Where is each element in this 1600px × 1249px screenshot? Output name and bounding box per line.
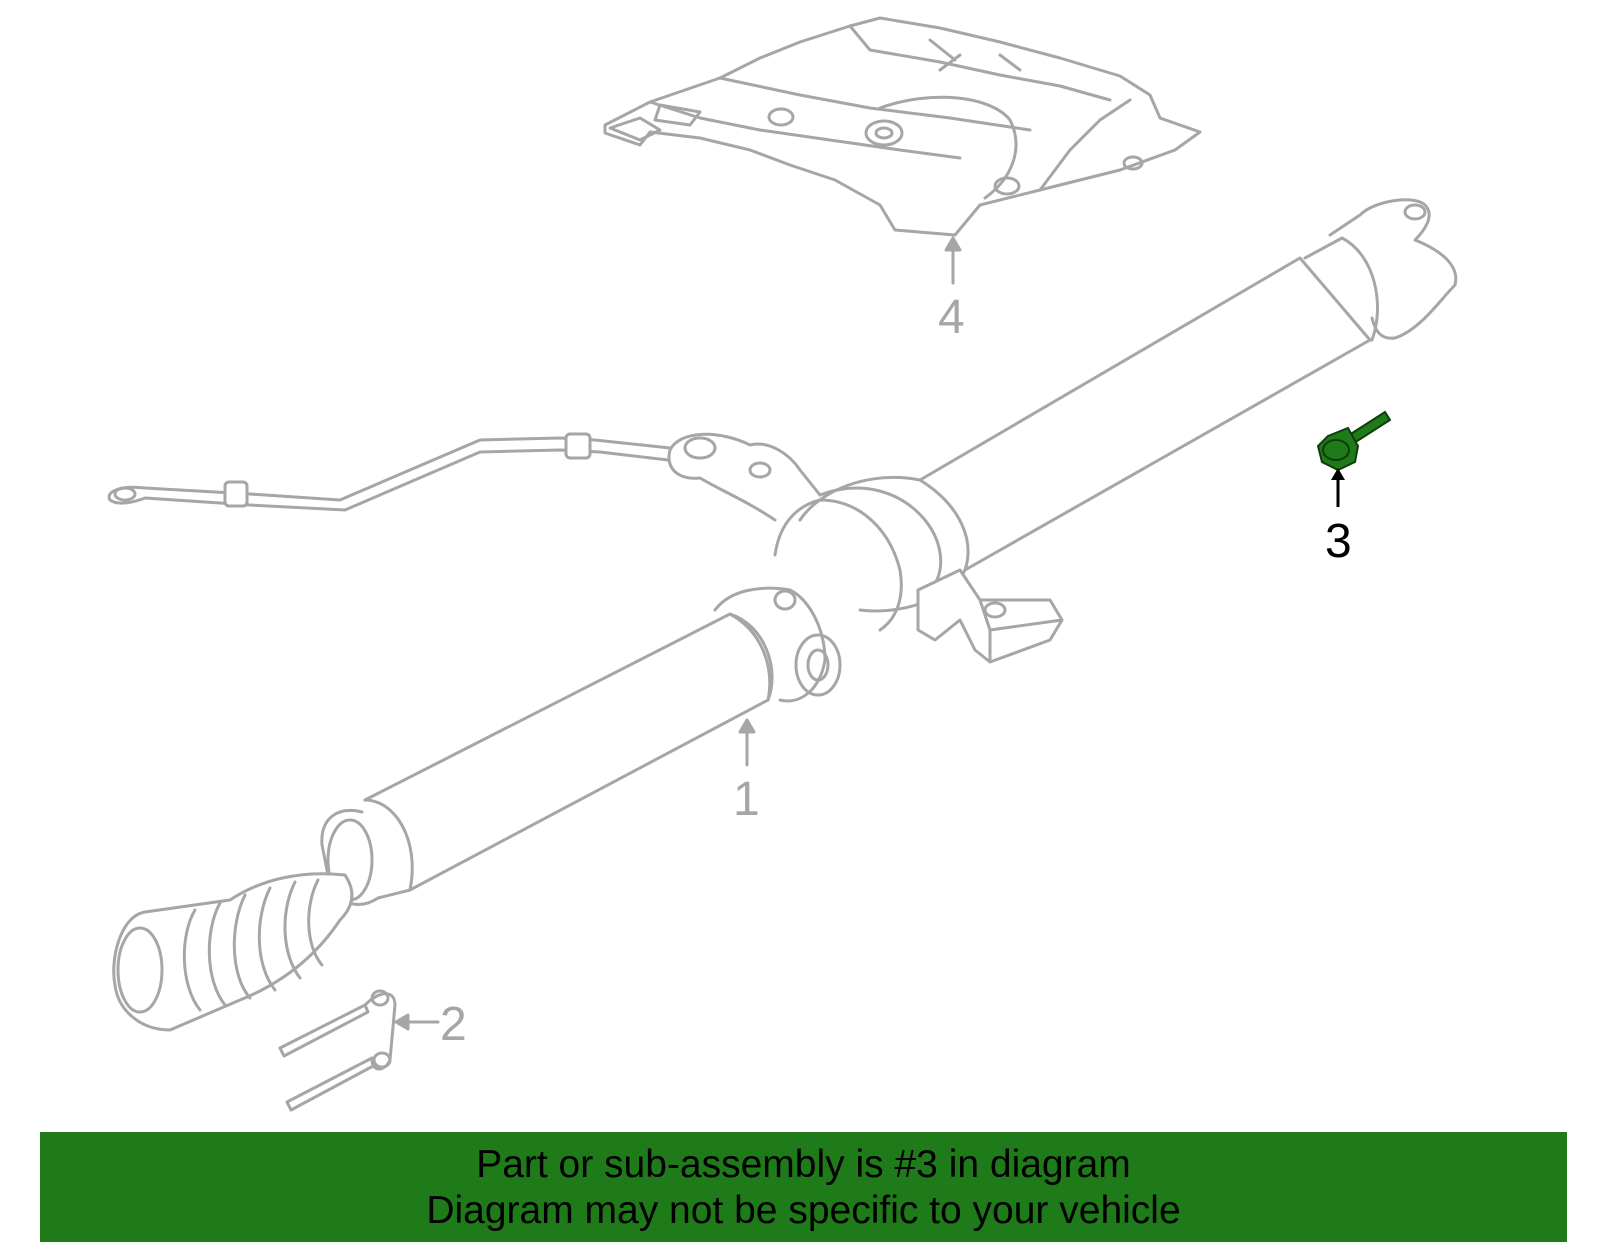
banner-line-1: Part or sub-assembly is #3 in diagram	[476, 1143, 1131, 1186]
banner-line-2: Diagram may not be specific to your vehi…	[426, 1189, 1181, 1232]
heat-shield-part-4	[603, 16, 1202, 237]
info-banner: Part or sub-assembly is #3 in diagram Di…	[40, 1132, 1567, 1242]
callout-1-arrowhead	[738, 718, 756, 734]
bolt-part-3	[1316, 410, 1392, 472]
callout-3-label: 3	[1325, 515, 1352, 568]
driveshaft-part-1	[107, 198, 1458, 1032]
bolts-part-2	[278, 989, 397, 1112]
callout-3-arrowhead	[1331, 468, 1345, 480]
callout-2-arrowhead	[394, 1013, 410, 1031]
callout-4-arrowhead	[944, 236, 962, 252]
callout-4-label: 4	[938, 291, 965, 344]
callout-2-label: 2	[440, 998, 467, 1051]
callout-1-label: 1	[733, 773, 760, 826]
